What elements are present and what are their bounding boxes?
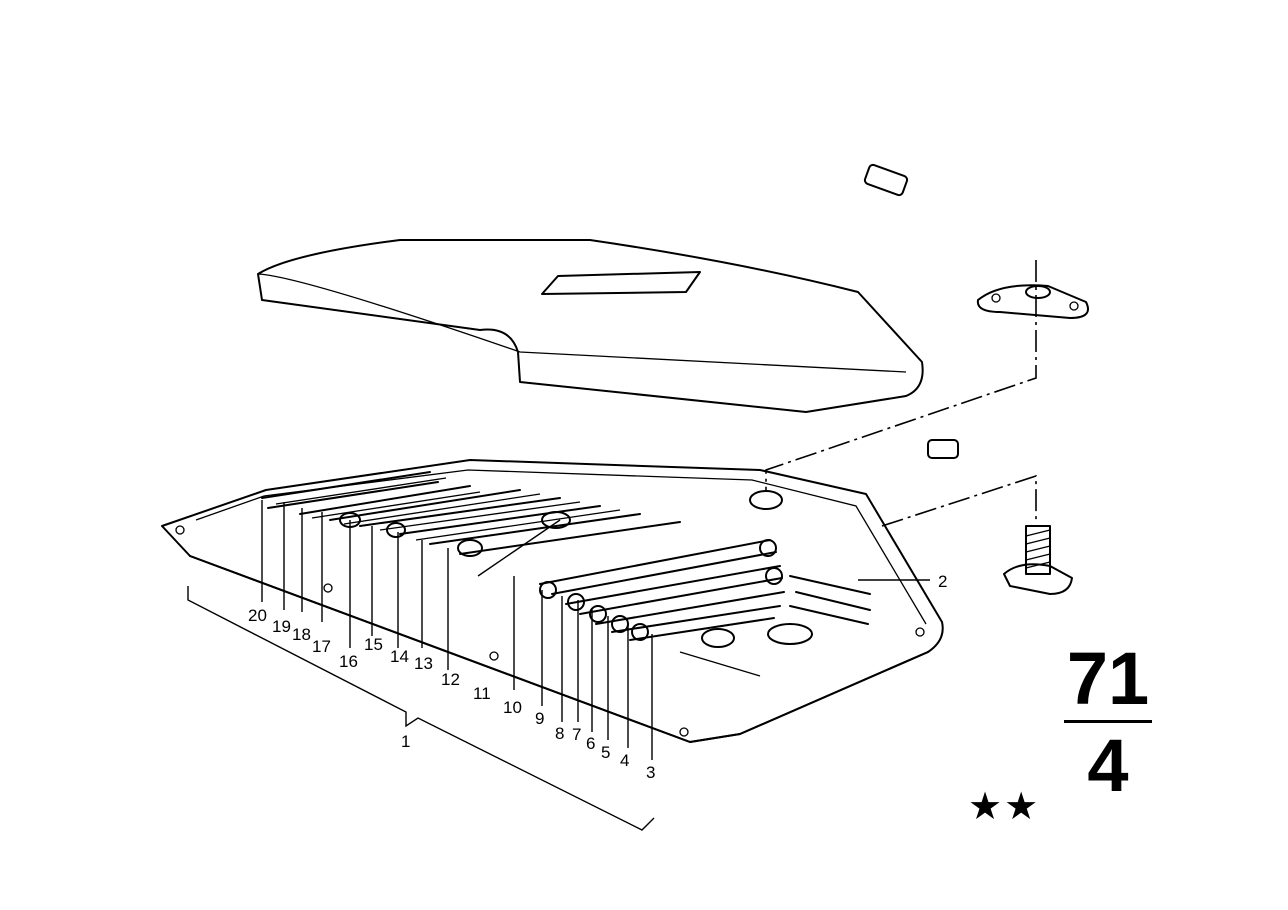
callout-18: 18	[292, 625, 311, 644]
callout-15: 15	[364, 635, 383, 654]
callout-4: 4	[620, 751, 629, 770]
bracket-item-1	[187, 586, 655, 831]
callout-11: 11	[473, 684, 491, 703]
group-main-number: 71	[1066, 637, 1150, 720]
tool-tray-cover-insert	[257, 239, 924, 413]
callout-17: 17	[312, 637, 331, 656]
callout-20: 20	[248, 606, 267, 625]
callout-9: 9	[535, 709, 544, 728]
fastening-screw	[1003, 525, 1073, 595]
callout-1: 1	[401, 732, 410, 751]
callout-5: 5	[601, 743, 610, 762]
callout-19: 19	[272, 617, 291, 636]
group-number: 71 4	[1058, 642, 1158, 803]
callout-6: 6	[586, 734, 595, 753]
callout-16: 16	[339, 652, 358, 671]
star-marker: ★★	[968, 784, 1041, 828]
callout-8: 8	[555, 724, 564, 743]
callout-2: 2	[938, 572, 947, 591]
callout-10: 10	[503, 698, 522, 717]
mounting-bracket	[976, 284, 1089, 319]
leader-lines	[261, 500, 930, 760]
callout-3: 3	[646, 763, 655, 782]
callout-14: 14	[390, 647, 409, 666]
assembly-line-strap	[765, 260, 1037, 492]
holding-strap	[863, 163, 959, 459]
tool-tray	[161, 459, 944, 743]
callout-12: 12	[441, 670, 460, 689]
callout-labels: 1 2 3 4 5 6 7 8 9 10 11 12 13 14 15 16 1…	[248, 572, 947, 782]
callout-7: 7	[572, 725, 581, 744]
assembly-line-screw	[881, 474, 1037, 527]
fraction-bar	[1064, 720, 1152, 723]
group-sub-number: 4	[1087, 724, 1129, 807]
callout-13: 13	[414, 654, 433, 673]
